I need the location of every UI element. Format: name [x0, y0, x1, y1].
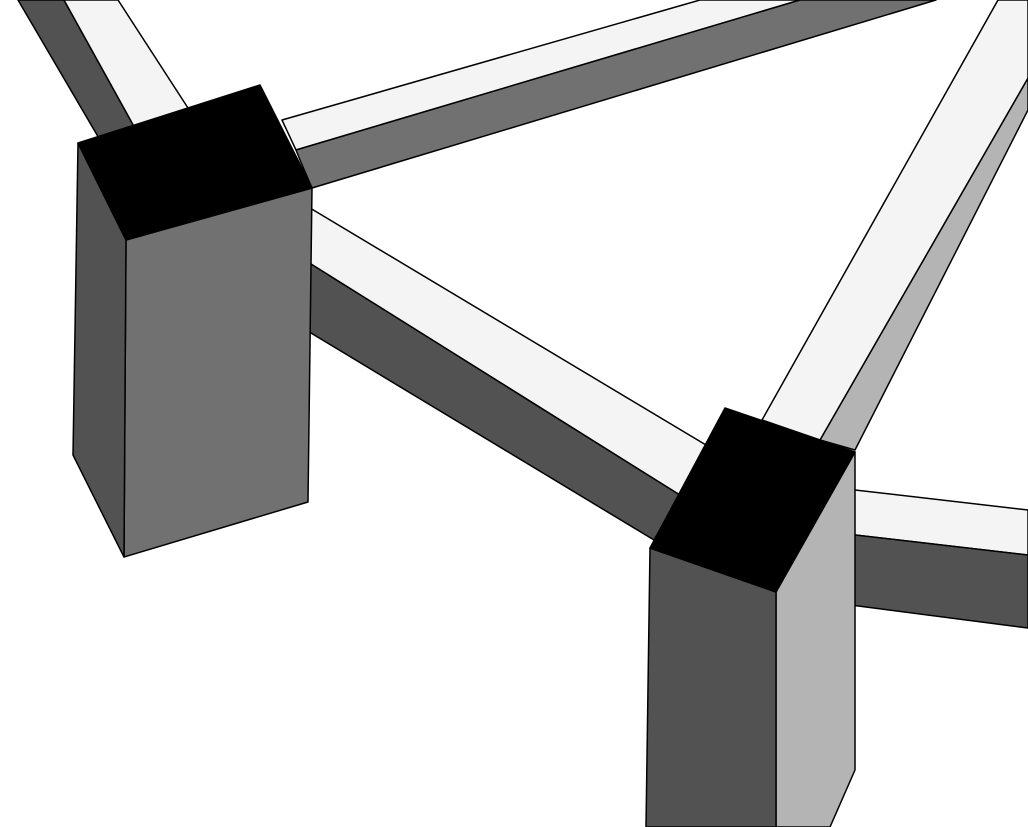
- post-left-front: [123, 187, 313, 558]
- post-right: [645, 407, 856, 827]
- beam-top-right-top: [281, 0, 801, 151]
- beam-right-upper-top: [761, 0, 1028, 441]
- post-right-front: [645, 547, 777, 827]
- post-right-cap: [649, 407, 856, 593]
- post-left-cap: [77, 84, 313, 241]
- beam-top-right: [281, 0, 937, 189]
- beam-top-right-side: [295, 0, 937, 189]
- beam-right-upper: [761, 0, 1028, 451]
- post-left: [72, 84, 313, 558]
